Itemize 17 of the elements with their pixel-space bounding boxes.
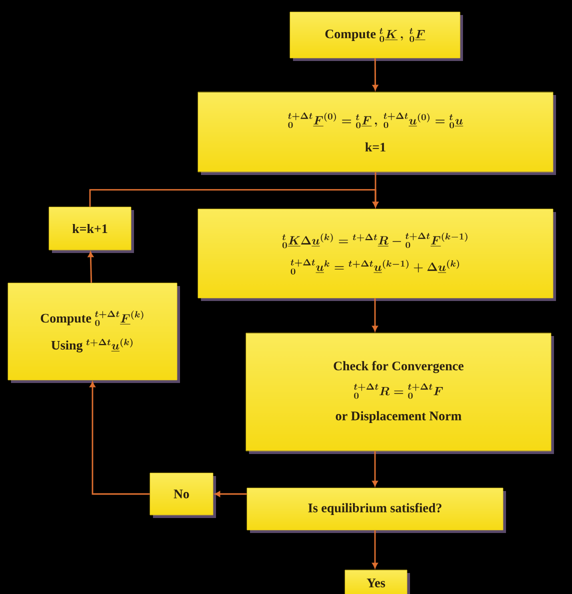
arrow bbox=[89, 189, 378, 208]
process-box: ${}^{t}_{0}\underline{K}\Delta\underline{u}^{(k)}={}^{t+\Delta t}\underline{R}-{}^{t+\Delta t}_{0}\underline{F}^{(k-1)}$ ${}^{t+\Delta t}_{0}\underline{u}^{k}={}^{t+\Delta t}\underline{u}^{(k-1)}+\Delta\underline{u}^{(k)}$ bbox=[198, 208, 556, 301]
process-box: Compute ${}^{t+\Delta t}_{0}\underline{F}^{(k)}$ Using ${}^{t+\Delta t}\underline{u}^{(k)}$ bbox=[8, 282, 180, 383]
arrow bbox=[372, 451, 378, 486]
process-box: Yes bbox=[344, 570, 410, 594]
arrow bbox=[372, 58, 378, 90]
process-box: Check for Convergence ${}^{t+\Delta t}_{0}R={}^{t+\Delta t}_{0}F$ or Displacement Norm bbox=[246, 332, 554, 454]
process-box: Is equilibrium satisfied? bbox=[246, 488, 506, 533]
arrow bbox=[372, 298, 378, 332]
process-box: ${}^{t+\Delta t}_{0}\underline{F}^{(0)}={}^{t}_{0}\underline{F}\,,\ {}^{t+\Delta t}_{0}\underline{u}^{(0)}={}^{t}_{0}\underline{u}$ k=1 bbox=[198, 92, 556, 175]
arrow bbox=[90, 382, 150, 495]
process-box: Compute ${}^{t}_{0}\underline{K}\,,\ {}^{t}_{0}\underline{F}$ bbox=[290, 12, 463, 61]
process-box: k=k+1 bbox=[48, 206, 134, 253]
arrow bbox=[88, 252, 94, 283]
arrow bbox=[214, 491, 247, 497]
arrow bbox=[372, 530, 378, 568]
process-box: No bbox=[150, 472, 216, 518]
